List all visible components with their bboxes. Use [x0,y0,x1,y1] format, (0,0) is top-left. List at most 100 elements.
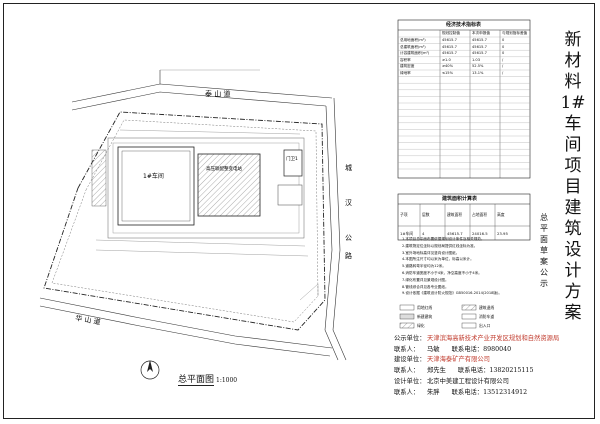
contact3-label: 联系人： [394,388,420,396]
legend-swatch [399,304,415,311]
calc-header-cell: 建筑面积 [447,212,463,217]
note-line: 6.消防车道宽度不小于4米，净空高度不小于4米。 [402,270,482,275]
contact1-label: 联系人： [394,345,420,353]
econ-cell: / [502,64,504,69]
building-main [117,146,195,226]
title-char: 案 [564,303,582,323]
title-char: 筑 [564,219,582,239]
road-east-label-1: 城 [345,164,352,172]
econ-cell: 13.1% [472,71,484,75]
road-north-label: 泰 山 道 [205,89,230,98]
legend-label: 用地红线 [417,305,433,310]
econ-cell: 45615.7 [472,38,487,42]
building-main-inner [121,150,191,222]
legend-swatch [461,304,477,311]
contact2-phone: 13820215115 [489,367,534,375]
legend-label: 建筑退线 [479,305,495,310]
road-east-label-3: 公 [345,234,352,242]
econ-cell: 计容建筑面积(m²) [400,51,430,56]
econ-cell: ≤15% [442,71,453,75]
calc-table-title: 建筑面积计算表 [442,196,478,202]
note-line: 4.本图所注尺寸均以米为单位，标高以米计。 [402,257,474,262]
plan-scale: 1:1000 [216,377,238,384]
road-east-label-2: 汉 [345,199,352,207]
legend-label: 新建建筑 [417,314,433,319]
south-road [39,297,333,357]
econ-cell: 45615.7 [472,44,487,49]
econ-header-cell: 本次申报值 [472,31,490,35]
legend-swatch [461,322,477,329]
note-line: 1.本项目总平面布置依据规划设计条件及相关规范。 [402,237,485,241]
drawing-subtitle: 总平面草案公示 [536,212,552,289]
contact3-phone-label: 联系电话： [451,388,484,396]
econ-cell: 总建筑面积(m²) [400,44,426,49]
contact1-phone: 8980040 [483,345,512,353]
title-char: 间 [564,135,582,155]
subtitle-char: 示 [540,279,548,288]
contact3-phone: 13512314912 [483,388,528,396]
title-char: 方 [564,282,582,302]
site-boundary [43,111,326,331]
plan-label-text: 总平面图 [178,375,215,386]
building-hall-label: 高压联配整变电站 [206,165,242,172]
north-arrow-icon [140,360,160,380]
econ-cell: 45615.7 [442,44,457,49]
econ-cell: 0 [502,51,505,56]
contact2-label: 联系人： [394,367,420,375]
calc-cell: 23.95 [497,231,508,236]
econ-cell: ≥1.0 [442,57,451,62]
annex-yard [277,184,303,206]
subtitle-char: 案 [540,257,548,266]
econ-cell: / [502,71,504,75]
legend-label: 绿化 [417,323,425,328]
building-annex-label: 门卫1 [286,155,298,162]
title-char: 料 [564,72,582,92]
econ-cell: 1.03 [472,57,481,62]
econ-cell: 45615.7 [472,51,487,56]
calc-cell: 24016.5 [472,231,488,236]
title-char: 新 [564,30,582,50]
title-char: 车 [564,114,582,134]
building-hall [197,153,261,217]
note-line: 7.绿化布置详见景观设计图。 [402,277,449,282]
calc-cell: 4 [422,231,425,236]
fire-lane [107,137,305,239]
econ-header-cell: 规划控制值 [442,31,460,35]
title-char: 项 [564,156,582,176]
designer-value: 北京中美建工程设计有限公司 [427,377,509,385]
econ-header-cell: 与规划指标差值 [502,31,528,35]
title-char: 计 [564,261,582,281]
econ-cell: 容积率 [400,57,411,62]
notice-label: 公示单位： [394,335,426,342]
subtitle-char: 总 [540,213,548,222]
legend-label: 出入口 [479,323,491,328]
north-road [71,70,333,111]
subtitle-char: 公 [540,268,548,277]
notice-info: 公示单位：天津滨海高新技术产业开发区规划和自然资源局 联系人：马敏联系电话：89… [394,334,600,398]
builder-label: 建设单位： [394,356,426,364]
building-main-label: 1#车间 [143,172,164,180]
legend-swatch [399,322,415,329]
notice-value: 天津滨海高新技术产业开发区规划和自然资源局 [427,335,560,342]
calc-header-cell: 层数 [422,212,430,217]
title-char: 设 [564,240,582,260]
contact2-name: 郑先生 [427,367,446,375]
calc-header-cell: 高度 [497,212,505,217]
calc-cell: 1#车间 [400,231,414,236]
econ-cell: ≥40% [442,64,453,69]
road-south-label: 华 山 道 [75,313,102,326]
calc-cell: 45615.7 [447,231,463,236]
econ-cell: 0 [502,38,505,42]
subtitle-char: 草 [540,246,548,255]
title-char: 目 [564,177,582,197]
legend-label: 消防车道 [479,314,495,319]
note-line: 9.设计依据《建筑设计防火规范》GB50016-2014(2018版)。 [402,291,503,296]
design-notes: 1.本项目总平面布置依据规划设计条件及相关规范。2.建筑物定位坐标以规划局提供红… [402,236,552,297]
plan-details [95,69,319,301]
econ-cell: 建筑密度 [400,64,415,69]
drawing-frame [3,3,595,419]
calc-header-cell: 子项 [400,212,408,217]
